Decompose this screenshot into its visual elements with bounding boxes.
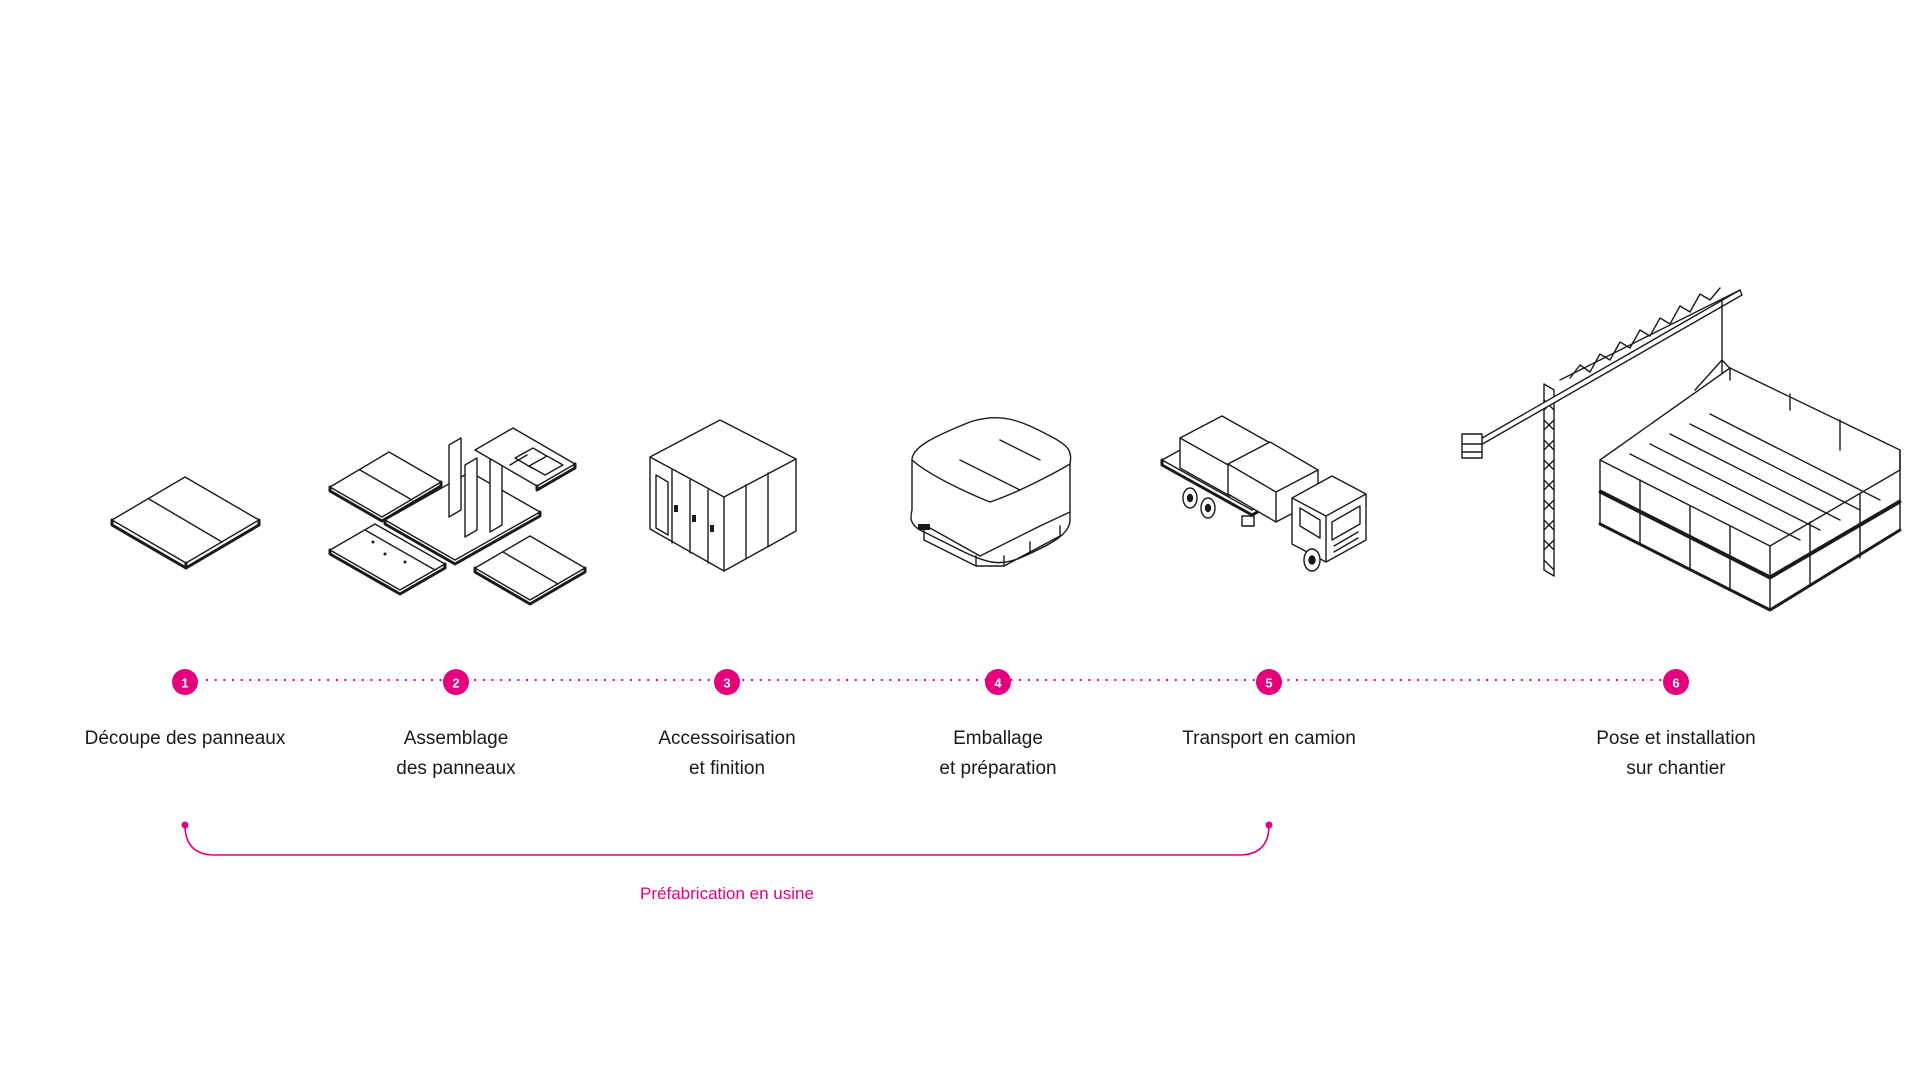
truck-icon	[1160, 415, 1367, 572]
step-label: Emballage	[953, 728, 1043, 749]
panel-assembly-icon	[328, 427, 587, 606]
step-number: 3	[723, 676, 730, 691]
step-number: 2	[452, 676, 459, 691]
wrapped-module-icon	[910, 416, 1072, 567]
crane-building-icon	[1461, 287, 1902, 612]
step-number: 4	[994, 676, 1002, 691]
step-number: 5	[1265, 676, 1272, 691]
step-label: et finition	[689, 758, 765, 779]
step-label: Accessoirisation	[658, 728, 795, 749]
step-marker	[1256, 669, 1282, 695]
bracket-label: Préfabrication en usine	[640, 884, 814, 903]
prefabrication-bracket: Préfabrication en usine	[181, 821, 1273, 903]
step-label: Pose et installation	[1596, 728, 1756, 749]
step-marker	[1663, 669, 1689, 695]
finished-module-icon	[649, 419, 797, 572]
step-label: Découpe des panneaux	[85, 728, 286, 749]
step-label: Assemblage	[404, 728, 509, 749]
step-label: sur chantier	[1626, 758, 1726, 779]
step-marker	[985, 669, 1011, 695]
step-number: 1	[181, 676, 188, 691]
step-label: Transport en camion	[1182, 728, 1356, 749]
step-marker	[172, 669, 198, 695]
flat-panel-icon	[110, 476, 261, 570]
step-marker	[443, 669, 469, 695]
step-number: 6	[1672, 676, 1679, 691]
step-label: et préparation	[939, 758, 1056, 779]
bracket-line	[184, 824, 1270, 856]
step-label: des panneaux	[396, 758, 516, 779]
step-marker	[714, 669, 740, 695]
